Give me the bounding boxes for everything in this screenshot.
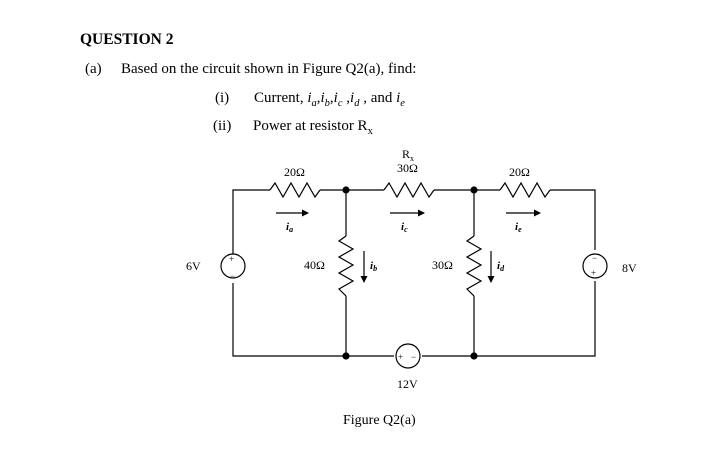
resistor-rx-name: Rx [402, 147, 414, 163]
part-a-prompt: Based on the circuit shown in Figure Q2(… [121, 61, 417, 77]
current-ic-arrow-label: ic [401, 221, 408, 234]
resistor-mid-right-value: 30Ω [432, 258, 453, 272]
current-ie-arrow-label: ie [515, 221, 522, 234]
item-2-number: (ii) [213, 118, 232, 134]
current-ia-label: ia [307, 90, 317, 109]
resistor-top-left-value: 20Ω [284, 165, 305, 179]
item-2-text: Power at resistor Rx [253, 118, 373, 137]
source-left-minus: − [230, 271, 235, 281]
resistor-top-left [269, 181, 321, 199]
resistor-mid-left [337, 235, 355, 297]
voltage-source-bottom: + − [395, 343, 421, 369]
source-left-plus: + [229, 254, 234, 264]
current-id-arrow-label: id [497, 260, 505, 273]
wire-bottom-right [422, 281, 596, 357]
question-title: QUESTION 2 [80, 31, 174, 48]
voltage-source-right: − + [582, 253, 608, 279]
node-bottom-left [342, 352, 350, 360]
resistor-top-right-value: 20Ω [509, 165, 530, 179]
item-1-text: Current, ia,ib,ic ,id , and ie [254, 90, 405, 109]
current-ib-label: ib [320, 90, 330, 109]
source-bottom-label: 12V [397, 377, 418, 391]
resistor-top-right [499, 181, 551, 199]
figure-caption: Figure Q2(a) [343, 413, 416, 428]
current-ia-arrow-label: ia [286, 221, 293, 234]
source-right-minus: − [592, 253, 597, 263]
wire-top-right [550, 189, 596, 250]
source-right-label: 8V [622, 261, 637, 275]
voltage-source-left: + − [220, 253, 246, 281]
node-top-right [470, 186, 478, 194]
source-right-plus: + [591, 268, 596, 278]
part-a-label: (a) [85, 61, 102, 77]
resistor-rx [383, 181, 435, 199]
resistor-mid-left-value: 40Ω [304, 258, 325, 272]
current-id-label: id [350, 90, 360, 109]
source-bottom-plus: + [398, 352, 403, 362]
resistor-rx-value: 30Ω [397, 161, 418, 175]
resistor-mid-right [465, 235, 483, 297]
source-bottom-minus: − [411, 352, 416, 362]
node-bottom-right [470, 352, 478, 360]
circuit-wires [232, 189, 596, 357]
wire-left-bottom [232, 283, 394, 357]
wire-top-left [232, 189, 270, 260]
current-ie-label: ie [396, 90, 405, 109]
item-1-lead: Current, [254, 90, 308, 106]
current-ic-label: ic [333, 90, 343, 109]
source-left-label: 6V [186, 259, 201, 273]
current-ib-arrow-label: ib [370, 260, 377, 273]
item-1-number: (i) [215, 90, 230, 106]
node-top-left [342, 186, 350, 194]
